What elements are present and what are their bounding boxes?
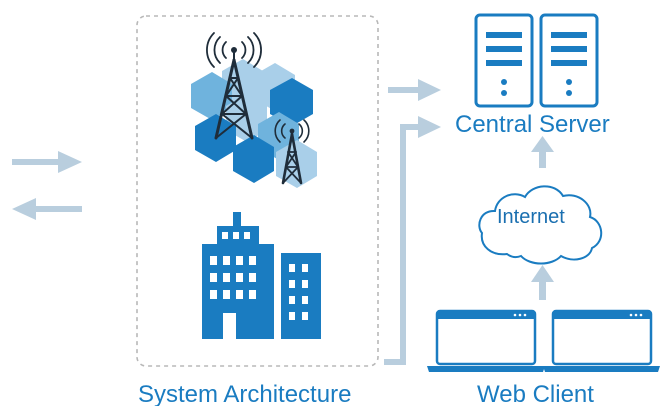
system-architecture-box — [136, 15, 379, 367]
cloud-icon — [478, 185, 603, 265]
client-to-internet-arrow-icon — [531, 265, 554, 300]
left-bidirectional-arrows — [12, 151, 82, 220]
server-icon — [474, 13, 534, 108]
internet-label: Internet — [497, 206, 565, 228]
hex-cell — [233, 135, 274, 183]
server-icon — [539, 13, 599, 108]
internet-to-server-arrow-icon — [531, 136, 554, 168]
system-architecture-label: System Architecture — [138, 381, 351, 406]
small-radio-tower-icon — [274, 119, 310, 185]
small-building-icon — [281, 253, 321, 339]
arrow-left-icon — [12, 198, 82, 220]
laptop-icon — [427, 309, 545, 372]
laptop-icon — [543, 309, 660, 372]
web-client-feed-arrow-icon — [384, 116, 441, 365]
arrow-right-icon — [12, 151, 82, 173]
web-client-label: Web Client — [477, 381, 594, 406]
office-building-icon — [202, 212, 274, 339]
radio-tower-icon — [206, 32, 262, 140]
uplink-arrow-icon — [388, 79, 441, 101]
central-server-label: Central Server — [455, 111, 610, 138]
